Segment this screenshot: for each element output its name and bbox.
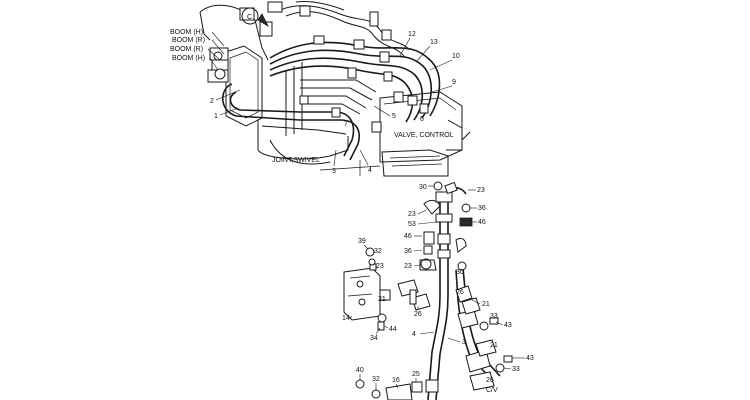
lower-callouts: 30 23 36 46 23 53 46 36 23 30 39 32 23 2… [342, 184, 534, 394]
label-valve-control: VALVE, CONTROL [394, 132, 454, 139]
view-marker-letter: C [247, 14, 252, 21]
label-joint-swivel: JOINT,SWIVEL [272, 157, 320, 164]
callout-21: 21 [378, 296, 386, 303]
label-boom-r-1: BOOM (R) [172, 37, 205, 44]
callout-5: 5 [392, 113, 396, 120]
label-cv: C/V [486, 387, 498, 394]
callout-33b: 33 [512, 366, 520, 373]
label-boom-h-1: BOOM (H) [170, 29, 203, 36]
callout-10: 10 [452, 53, 460, 60]
callout-32: 32 [374, 248, 382, 255]
callout-36b: 36 [404, 248, 412, 255]
callout-4: 4 [368, 167, 372, 174]
upper-callouts: 12 13 10 9 2 1 7 5 3 4 6 [210, 31, 460, 175]
callout-30b: 30 [456, 269, 464, 276]
callout-26: 26 [414, 311, 422, 318]
callout-34: 34 [370, 335, 378, 342]
callout-4-lower: 4 [412, 331, 416, 338]
callout-46b: 46 [404, 233, 412, 240]
callout-43: 43 [504, 322, 512, 329]
callout-7: 7 [344, 121, 348, 128]
callout-3-lower: 3 [462, 339, 466, 346]
lower-assembly [343, 181, 513, 400]
callout-30: 30 [419, 184, 427, 191]
callout-12: 12 [408, 31, 416, 38]
callout-21b: 21 [482, 301, 490, 308]
callout-26c: 26 [486, 377, 494, 384]
callout-53: 53 [408, 221, 416, 228]
upper-assembly [199, 1, 471, 177]
callout-25: 25 [412, 371, 420, 378]
callout-9: 9 [452, 79, 456, 86]
callout-40: 40 [356, 367, 364, 374]
callout-32b: 32 [372, 376, 380, 383]
callout-43b: 43 [526, 355, 534, 362]
callout-26b: 26 [456, 289, 464, 296]
callout-1: 1 [214, 113, 218, 120]
callout-6: 6 [420, 116, 424, 123]
view-marker-circle [241, 7, 259, 25]
callout-14: 14 [342, 315, 350, 322]
callout-3: 3 [332, 168, 336, 175]
callout-21c: 21 [490, 342, 498, 349]
callout-13: 13 [430, 39, 438, 46]
callout-44: 44 [389, 326, 397, 333]
callout-23d: 23 [376, 263, 384, 270]
callout-2: 2 [210, 98, 214, 105]
callout-16: 16 [392, 377, 400, 384]
callout-33: 33 [490, 313, 498, 320]
callout-36: 36 [478, 205, 486, 212]
callout-39: 39 [358, 238, 366, 245]
callout-23b: 23 [408, 211, 416, 218]
label-boom-r-2: BOOM (R) [170, 46, 203, 53]
callout-23c: 23 [404, 263, 412, 270]
callout-46: 46 [478, 219, 486, 226]
callout-23: 23 [477, 187, 485, 194]
label-boom-h-2: BOOM (H) [172, 55, 205, 62]
